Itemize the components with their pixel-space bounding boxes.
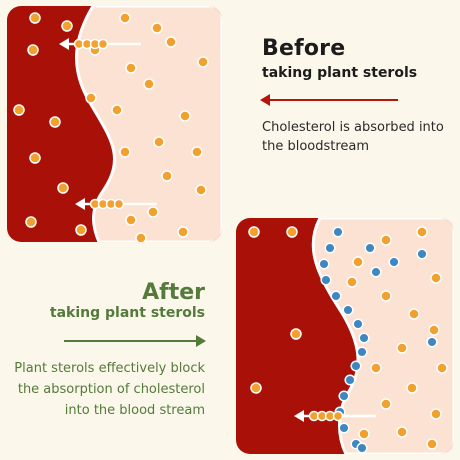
left-arrow-icon [59, 38, 69, 50]
cholesterol-particle [370, 362, 382, 374]
plant-sterol-particle [318, 258, 330, 270]
cholesterol-particle [143, 78, 155, 90]
cholesterol-particle [113, 198, 125, 210]
plant-sterol-particle [370, 266, 382, 278]
plant-sterol-particle [356, 346, 368, 358]
cholesterol-particle [125, 62, 137, 74]
before-description: Cholesterol is absorbed into the bloodst… [262, 120, 444, 154]
right-arrow-icon [64, 335, 206, 347]
cholesterol-particles [248, 226, 448, 450]
plant-sterol-particle [388, 256, 400, 268]
cholesterol-particle [97, 38, 109, 50]
cholesterol-particle [161, 170, 173, 182]
plant-sterol-particle [344, 374, 356, 386]
cholesterol-particle [248, 226, 260, 238]
cholesterol-particle [29, 12, 41, 24]
plant-sterol-particle [356, 442, 368, 454]
cholesterol-particle [286, 226, 298, 238]
cholesterol-particle [430, 272, 442, 284]
plant-sterol-particle [342, 304, 354, 316]
cholesterol-particle [147, 206, 159, 218]
cholesterol-particle [111, 104, 123, 116]
after-description: Plant sterols effectively block the abso… [14, 361, 205, 418]
cholesterol-particle [191, 146, 203, 158]
left-arrow-icon [260, 94, 398, 106]
cholesterol-particle [13, 104, 25, 116]
cholesterol-particle [177, 226, 189, 238]
after-diagram [236, 218, 454, 454]
plant-sterol-particle [352, 318, 364, 330]
plant-sterol-particle [350, 360, 362, 372]
cholesterol-particle [165, 36, 177, 48]
plant-sterol-particle [332, 226, 344, 238]
cholesterol-particle [153, 136, 165, 148]
cholesterol-particle [61, 20, 73, 32]
cholesterol-particle [380, 234, 392, 246]
cholesterol-particle [346, 276, 358, 288]
cholesterol-particle [179, 110, 191, 122]
plant-sterol-particle [364, 242, 376, 254]
cholesterol-particle [250, 382, 262, 394]
before-subtitle: taking plant sterols [262, 65, 418, 81]
cholesterol-particle [29, 152, 41, 164]
after-illustration [236, 218, 454, 454]
cholesterol-particle [57, 182, 69, 194]
after-title: After [142, 280, 205, 305]
cholesterol-particle [396, 426, 408, 438]
plant-sterol-particle [338, 390, 350, 402]
before-diagram [7, 6, 222, 242]
intestine-region [75, 6, 222, 242]
cholesterol-particle [426, 438, 438, 450]
plant-sterol-particles [318, 226, 438, 454]
plant-sterol-particle [416, 248, 428, 260]
plant-sterol-particle [426, 336, 438, 348]
cholesterol-particle [119, 146, 131, 158]
cholesterol-particle [430, 408, 442, 420]
plant-sterol-particle [330, 290, 342, 302]
plant-sterol-particle [320, 274, 332, 286]
cholesterol-particle [135, 232, 147, 242]
plant-sterol-particle [358, 332, 370, 344]
cholesterol-particle [416, 226, 428, 238]
cholesterol-particle [75, 224, 87, 236]
cholesterol-particle [290, 328, 302, 340]
cholesterol-particle [197, 56, 209, 68]
cholesterol-particle [125, 214, 137, 226]
cholesterol-particle [380, 398, 392, 410]
cholesterol-particle [27, 44, 39, 56]
left-arrow-icon [294, 410, 304, 422]
left-arrow-icon [75, 198, 85, 210]
cholesterol-particle [380, 290, 392, 302]
cholesterol-particles [13, 12, 209, 242]
absorption-arrows [294, 410, 376, 422]
cholesterol-particle [25, 216, 37, 228]
cholesterol-particle [195, 184, 207, 196]
after-subtitle: taking plant sterols [49, 305, 205, 321]
cholesterol-particle [406, 382, 418, 394]
cholesterol-particle [119, 12, 131, 24]
cholesterol-particle [49, 116, 61, 128]
cholesterol-particle [85, 92, 97, 104]
cholesterol-particle [358, 428, 370, 440]
before-illustration [7, 6, 222, 242]
cholesterol-particle [408, 308, 420, 320]
plant-sterol-particle [338, 422, 350, 434]
cholesterol-particle [151, 22, 163, 34]
before-title: Before [262, 36, 346, 61]
absorption-arrows [59, 38, 157, 210]
cholesterol-particle [436, 362, 448, 374]
cholesterol-particle [352, 256, 364, 268]
cholesterol-particle [332, 410, 344, 422]
plant-sterol-particle [324, 242, 336, 254]
cholesterol-particle [428, 324, 440, 336]
cholesterol-particle [396, 342, 408, 354]
